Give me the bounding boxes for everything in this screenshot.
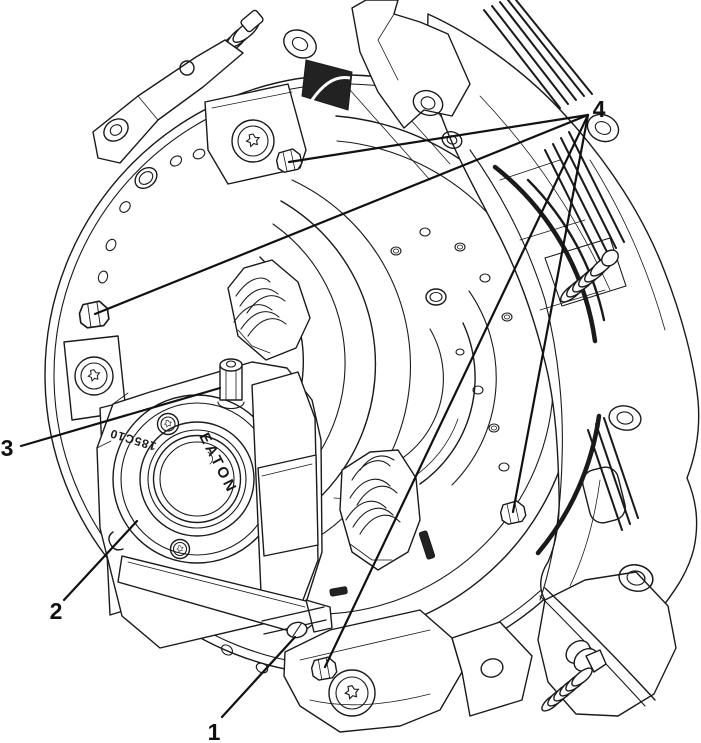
top-adjuster-assembly: [92, 9, 353, 185]
bottom-right-adjuster: [537, 564, 677, 717]
callout-layer: 1 2 3 4: [1, 96, 606, 743]
rim-shadow-band-upper: [492, 164, 598, 344]
spring-window-upper: [227, 259, 311, 361]
hex-plug-left: [77, 299, 111, 330]
leader-line-4: [323, 113, 590, 669]
label-chip-small: [329, 586, 348, 597]
callout-label-1: 1: [208, 719, 221, 743]
rear-housing: [427, 0, 700, 705]
callout-label-4: 4: [593, 96, 606, 122]
top-right-bracket: [351, 0, 471, 149]
retainer-clip: [108, 531, 124, 551]
leader-line-1: [220, 635, 297, 719]
bearing-clamp-arm: [251, 371, 319, 617]
release-lever: [92, 39, 244, 164]
release-bearing-housing: EATON 185C10: [96, 358, 333, 649]
adjuster-spring-lower: [541, 667, 593, 712]
leader-line-2: [62, 519, 139, 602]
callout-label-2: 2: [50, 598, 63, 624]
bottom-fork-bracket: [261, 606, 533, 733]
rivet-holes: [390, 227, 513, 472]
roll-pin: [261, 606, 327, 639]
right-adjuster-spring: [544, 237, 627, 307]
fork-pad-rail: [117, 555, 333, 635]
leader-line-3: [19, 386, 222, 448]
callout-label-3: 3: [1, 435, 14, 461]
bearing-bore: [139, 421, 255, 537]
label-chip: [418, 530, 436, 560]
leader-line-4: [511, 113, 590, 514]
spring-window-lower: [339, 449, 421, 571]
leader-line-4: [93, 113, 590, 316]
left-pivot-block: [63, 335, 127, 421]
leader-line-4: [287, 113, 590, 164]
